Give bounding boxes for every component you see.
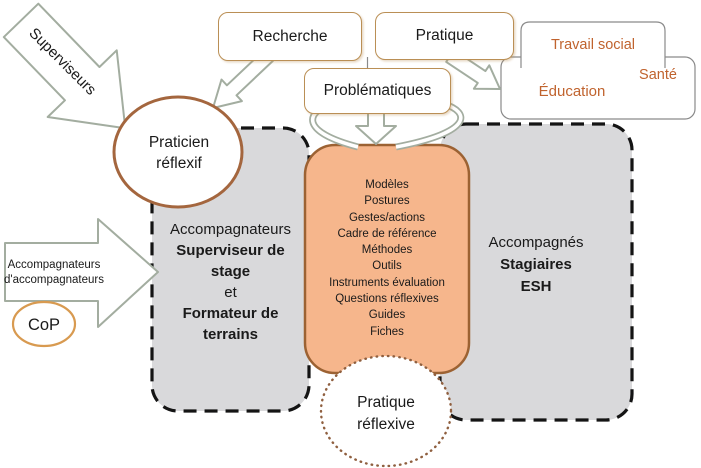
- center-box-item: Cadre de référence: [337, 227, 437, 240]
- right-box-title: Accompagnés: [488, 234, 584, 251]
- left-box-title: Accompagnateurs: [170, 221, 291, 238]
- praticien-line2: réflexif: [156, 155, 202, 172]
- right-box-bold1: Stagiaires: [500, 256, 572, 273]
- center-box-item: Gestes/actions: [348, 211, 426, 224]
- praticien-circle: [112, 95, 244, 209]
- right-box-bold2: ESH: [520, 278, 552, 295]
- field-sante-label: Santé: [639, 67, 677, 83]
- center-box-item: Guides: [368, 309, 406, 322]
- fields-panel-upper-shape: [520, 21, 666, 68]
- left-box-connector: et: [224, 284, 237, 301]
- recherche-box: Recherche: [218, 12, 362, 61]
- reflexive-line2: réflexive: [357, 415, 415, 433]
- center-box-items: Modèles Postures Gestes/actions Cadre de…: [305, 177, 469, 340]
- accompagnateurs-arrow-label: Accompagnateurs d'accompagnateurs: [2, 258, 106, 288]
- arrow-problematiques-down: [355, 109, 397, 145]
- left-box-role1: Superviseur de stage: [176, 242, 285, 280]
- field-education-label: Éducation: [538, 83, 606, 100]
- left-box-role2: Formateur de terrains: [182, 305, 279, 343]
- problematiques-label: Problématiques: [323, 82, 432, 99]
- arrow-recherche-to-praticien: [212, 50, 274, 109]
- right-box-text: Accompagnés Stagiaires ESH: [440, 232, 632, 298]
- center-box-item: Méthodes: [361, 244, 413, 257]
- field-travail-social-label: Travail social: [550, 37, 636, 53]
- praticien-line1: Praticien: [148, 134, 210, 151]
- center-box-item: Fiches: [370, 325, 404, 338]
- arc-right-fill: [395, 102, 463, 149]
- reflexive-line1: Pratique: [357, 394, 415, 411]
- praticien-circle-label: Praticien réflexif: [122, 132, 236, 174]
- center-box-item: Modèles: [365, 179, 409, 191]
- reflexive-practice-circle: [319, 354, 453, 468]
- reflexive-practice-label: Pratique réflexive: [329, 392, 443, 435]
- cop-label: CoP: [27, 316, 61, 334]
- left-box-text: Accompagnateurs Superviseur de stage et …: [159, 219, 302, 345]
- center-box-item: Outils: [372, 260, 402, 273]
- accompagnateurs-arrow: [4, 218, 159, 328]
- center-box-item: Postures: [364, 195, 410, 208]
- pratique-box: Pratique: [375, 12, 514, 60]
- cop-circle: [11, 300, 77, 348]
- accompagnateurs-line1: Accompagnateurs: [7, 259, 101, 271]
- superviseurs-arrow: [2, 2, 127, 130]
- center-box-item: Questions réflexives: [335, 293, 439, 306]
- pratique-label: Pratique: [415, 27, 474, 44]
- recherche-label: Recherche: [252, 27, 328, 45]
- accompagnateurs-line2: d'accompagnateurs: [3, 274, 104, 286]
- center-box-item: Instruments évaluation: [329, 276, 445, 289]
- problematiques-box: Problématiques: [304, 68, 451, 114]
- fields-panel: [500, 21, 696, 120]
